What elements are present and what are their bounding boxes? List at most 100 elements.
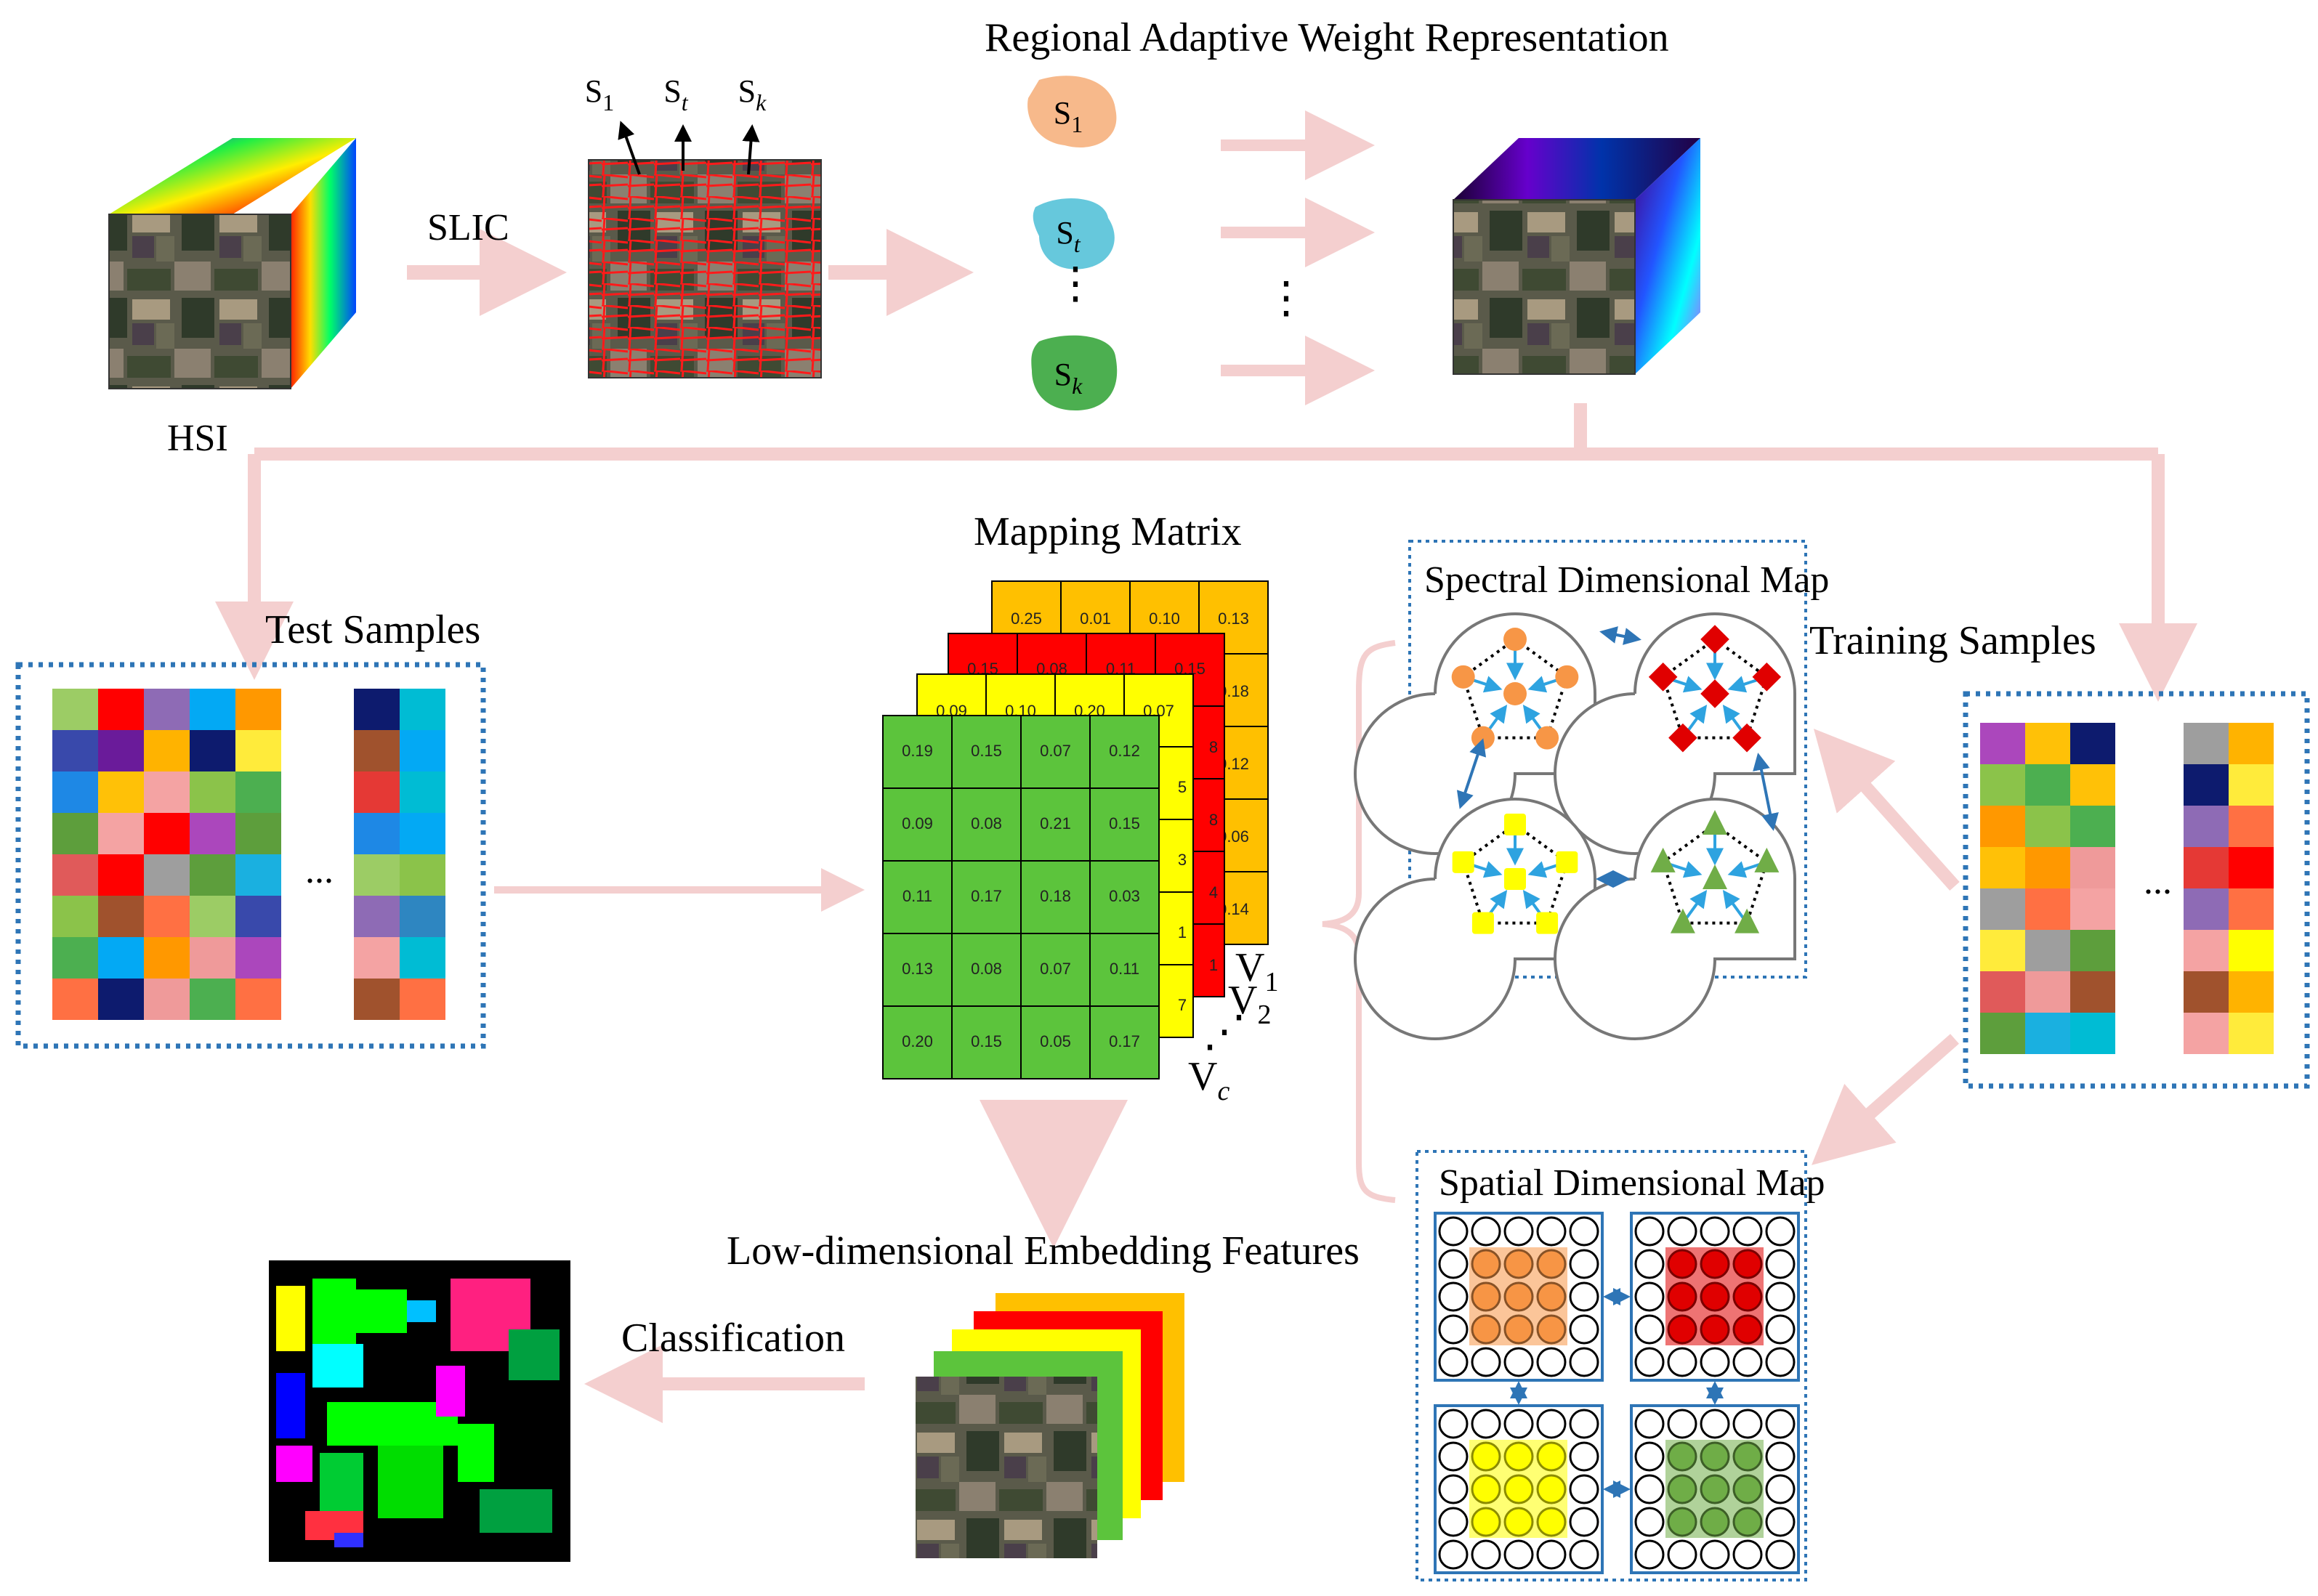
split-connector [254, 403, 2158, 461]
sample-tile [98, 937, 144, 979]
matrix-cell: 0.25 [1011, 609, 1042, 628]
matrix-cell: 0.19 [902, 742, 933, 760]
sample-tile [2070, 764, 2115, 806]
sample-tile [2025, 1013, 2070, 1054]
matrix-cell: 1 [1209, 956, 1218, 974]
sample-tile [98, 813, 144, 854]
sample-tile [400, 771, 445, 813]
sample-tile [354, 771, 400, 813]
sample-tile [235, 730, 281, 771]
test-samples-grid [52, 689, 281, 1020]
superpixel-blob-s1 [1027, 76, 1117, 147]
slic-st-label: St [663, 73, 688, 116]
weighted-cube [1453, 138, 1700, 375]
sample-tile [1980, 806, 2025, 847]
view-ellipsis: ⋰ [1203, 1008, 1246, 1056]
sample-tile [52, 937, 98, 979]
arrow-ellipsis: ⋮ [1264, 274, 1308, 322]
spectral-map-title: Spectral Dimensional Map [1424, 559, 1829, 601]
classification-label: Classification [621, 1316, 845, 1361]
sample-tile [235, 896, 281, 937]
sample-tile [354, 689, 400, 730]
test-samples-grid-right [354, 689, 445, 1020]
sample-tile [2070, 930, 2115, 971]
matrix-cell: 7 [1178, 996, 1187, 1014]
sample-tile [1980, 723, 2025, 764]
panel-link-arrow [1753, 753, 1779, 831]
sample-tile [400, 937, 445, 979]
blob-s1-label: S1 [1054, 95, 1083, 137]
sample-tile [98, 854, 144, 896]
sample-tile [52, 771, 98, 813]
sample-tile [2229, 764, 2274, 806]
sample-tile [354, 854, 400, 896]
matrix-cell: 0.11 [1110, 960, 1139, 978]
sample-tile [400, 689, 445, 730]
sample-tile [98, 979, 144, 1020]
matrix-cell: 0.13 [1218, 609, 1249, 628]
matrix-cell: 0.08 [971, 814, 1002, 833]
matrix-cell: 0.15 [971, 1032, 1002, 1050]
sample-tile [1980, 888, 2025, 930]
matrix-cell: 0.15 [971, 742, 1002, 760]
low-dim-label: Low-dimensional Embedding Features [727, 1228, 1360, 1273]
sample-tile [2184, 971, 2229, 1013]
sample-tile [2025, 723, 2070, 764]
sample-tile [235, 854, 281, 896]
sample-tile [235, 979, 281, 1020]
sample-tile [98, 689, 144, 730]
sample-tile [2070, 847, 2115, 888]
view-v1-label: V1 [1235, 945, 1278, 997]
matrix-cell: 0.07 [1040, 960, 1071, 978]
sample-tile [2229, 847, 2274, 888]
slic-label: SLIC [427, 207, 509, 248]
sample-tile [2070, 1013, 2115, 1054]
test-ellipsis: ... [305, 850, 334, 891]
sample-tile [98, 771, 144, 813]
slic-s1-label: S1 [585, 73, 614, 116]
sample-tile [144, 937, 190, 979]
sample-tile [144, 730, 190, 771]
sample-tile [235, 771, 281, 813]
sample-tile [2229, 930, 2274, 971]
sample-tile [1980, 847, 2025, 888]
spatial-panel-yellow [1434, 1404, 1604, 1574]
sample-tile [2025, 971, 2070, 1013]
sample-tile [354, 730, 400, 771]
sample-tile [190, 979, 235, 1020]
matrix-cell: 0.17 [1109, 1032, 1140, 1050]
matrix-cell: 0.12 [1109, 742, 1140, 760]
sample-tile [2070, 971, 2115, 1013]
view-vc-label: Vc [1188, 1054, 1229, 1106]
sample-tile [400, 813, 445, 854]
sample-tile [1980, 971, 2025, 1013]
spatial-panel-orange [1434, 1212, 1604, 1382]
sample-tile [2184, 847, 2229, 888]
matrix-cell: 3 [1178, 851, 1187, 869]
sample-tile [2025, 806, 2070, 847]
sample-tile [2184, 723, 2229, 764]
sample-tile [2070, 723, 2115, 764]
sample-tile [2070, 888, 2115, 930]
sample-tile [2184, 888, 2229, 930]
blob-ellipsis: ⋮ [1054, 259, 1097, 307]
sample-tile [2229, 806, 2274, 847]
sample-tile [400, 730, 445, 771]
sample-tile [52, 730, 98, 771]
matrix-cell: 0.11 [902, 887, 932, 905]
training-samples-grid [1980, 723, 2115, 1054]
matrix-cell: 0.17 [971, 887, 1002, 905]
sample-tile [98, 896, 144, 937]
test-samples-frame [15, 662, 486, 1049]
test-samples-label: Test Samples [265, 607, 480, 652]
slic-sk-label: Sk [738, 73, 767, 116]
sample-tile [52, 689, 98, 730]
matrix-cell: 0.07 [1040, 742, 1071, 760]
matrix-cell: 0.05 [1040, 1032, 1071, 1050]
mapping-matrix-label: Mapping Matrix [974, 509, 1242, 554]
sample-tile [52, 979, 98, 1020]
matrix-cell: 0.13 [902, 960, 933, 978]
matrix-cell: 0.15 [1109, 814, 1140, 833]
